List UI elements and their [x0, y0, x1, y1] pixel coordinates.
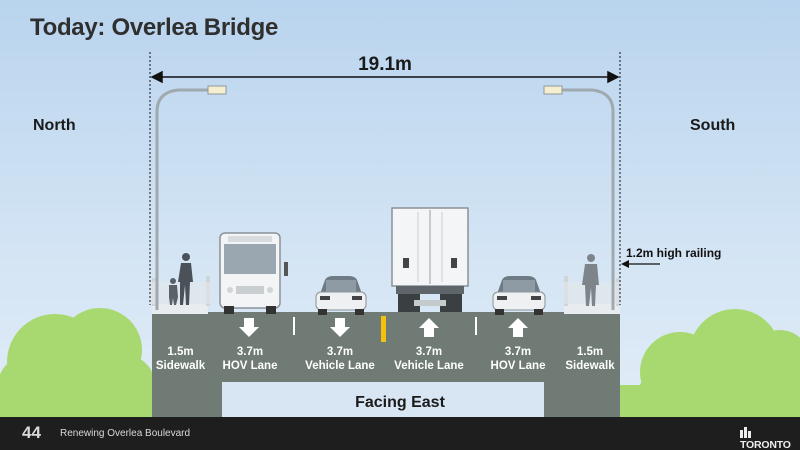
arrow-down-icon	[330, 318, 350, 337]
pedestrian-adult-icon	[178, 253, 193, 305]
arrow-up-icon	[419, 318, 439, 337]
lane-label-south-sidewalk: 1.5m Sidewalk	[562, 345, 618, 373]
arrow-down-icon	[239, 318, 259, 337]
lane-markings	[293, 316, 477, 342]
lane-width: 3.7m	[415, 346, 443, 358]
pedestrian-child-icon	[169, 278, 178, 305]
lane-label-westbound-hov: 3.7m HOV Lane	[210, 345, 290, 373]
lane-name: HOV Lane	[222, 360, 278, 372]
page-number: 44	[22, 423, 41, 442]
footer-bar: 44 Renewing Overlea Boulevard TORONTO	[0, 417, 800, 450]
railing-label: 1.2m high railing	[626, 246, 722, 260]
slide-title: Today: Overlea Bridge	[30, 14, 278, 41]
lane-label-eastbound-vehicle: 3.7m Vehicle Lane	[387, 345, 471, 373]
lane-name: HOV Lane	[490, 360, 546, 372]
direction-south-label: South	[690, 117, 736, 134]
car-right-icon	[492, 276, 546, 315]
tree-left-icon	[0, 308, 155, 420]
toronto-logo-text: TORONTO	[740, 439, 791, 450]
railing-pointer-arrow	[621, 260, 660, 268]
lane-width: 1.5m	[576, 346, 604, 358]
lane-width: 3.7m	[236, 346, 264, 358]
lane-name: Sidewalk	[565, 360, 615, 372]
lane-label-westbound-vehicle: 3.7m Vehicle Lane	[298, 345, 382, 373]
toronto-logo-icon	[740, 427, 751, 438]
lane-name: Vehicle Lane	[394, 360, 464, 372]
lane-width: 3.7m	[504, 346, 532, 358]
toronto-logo: TORONTO	[740, 427, 800, 450]
lane-label-eastbound-hov: 3.7m HOV Lane	[478, 345, 558, 373]
truck-icon	[391, 207, 469, 312]
lane-width: 1.5m	[167, 346, 194, 358]
centre-line	[381, 316, 386, 342]
overall-width-label: 19.1m	[358, 54, 412, 75]
tree-right-icon	[620, 309, 800, 420]
arrow-up-icon	[508, 318, 528, 337]
street-light-left-icon	[155, 85, 227, 310]
direction-north-label: North	[33, 117, 76, 134]
lane-name: Sidewalk	[155, 360, 206, 372]
bus-icon	[219, 232, 288, 314]
pedestrian-right-icon	[582, 254, 599, 306]
overall-dimension	[149, 52, 621, 305]
lane-name: Vehicle Lane	[305, 360, 375, 372]
lane-width: 3.7m	[326, 346, 354, 358]
street-light-right-icon	[543, 85, 615, 310]
footer-title: Renewing Overlea Boulevard	[60, 428, 191, 439]
lane-label-north-sidewalk: 1.5m Sidewalk	[153, 345, 208, 373]
car-left-icon	[315, 276, 367, 315]
facing-direction-label: Facing East	[355, 394, 445, 411]
